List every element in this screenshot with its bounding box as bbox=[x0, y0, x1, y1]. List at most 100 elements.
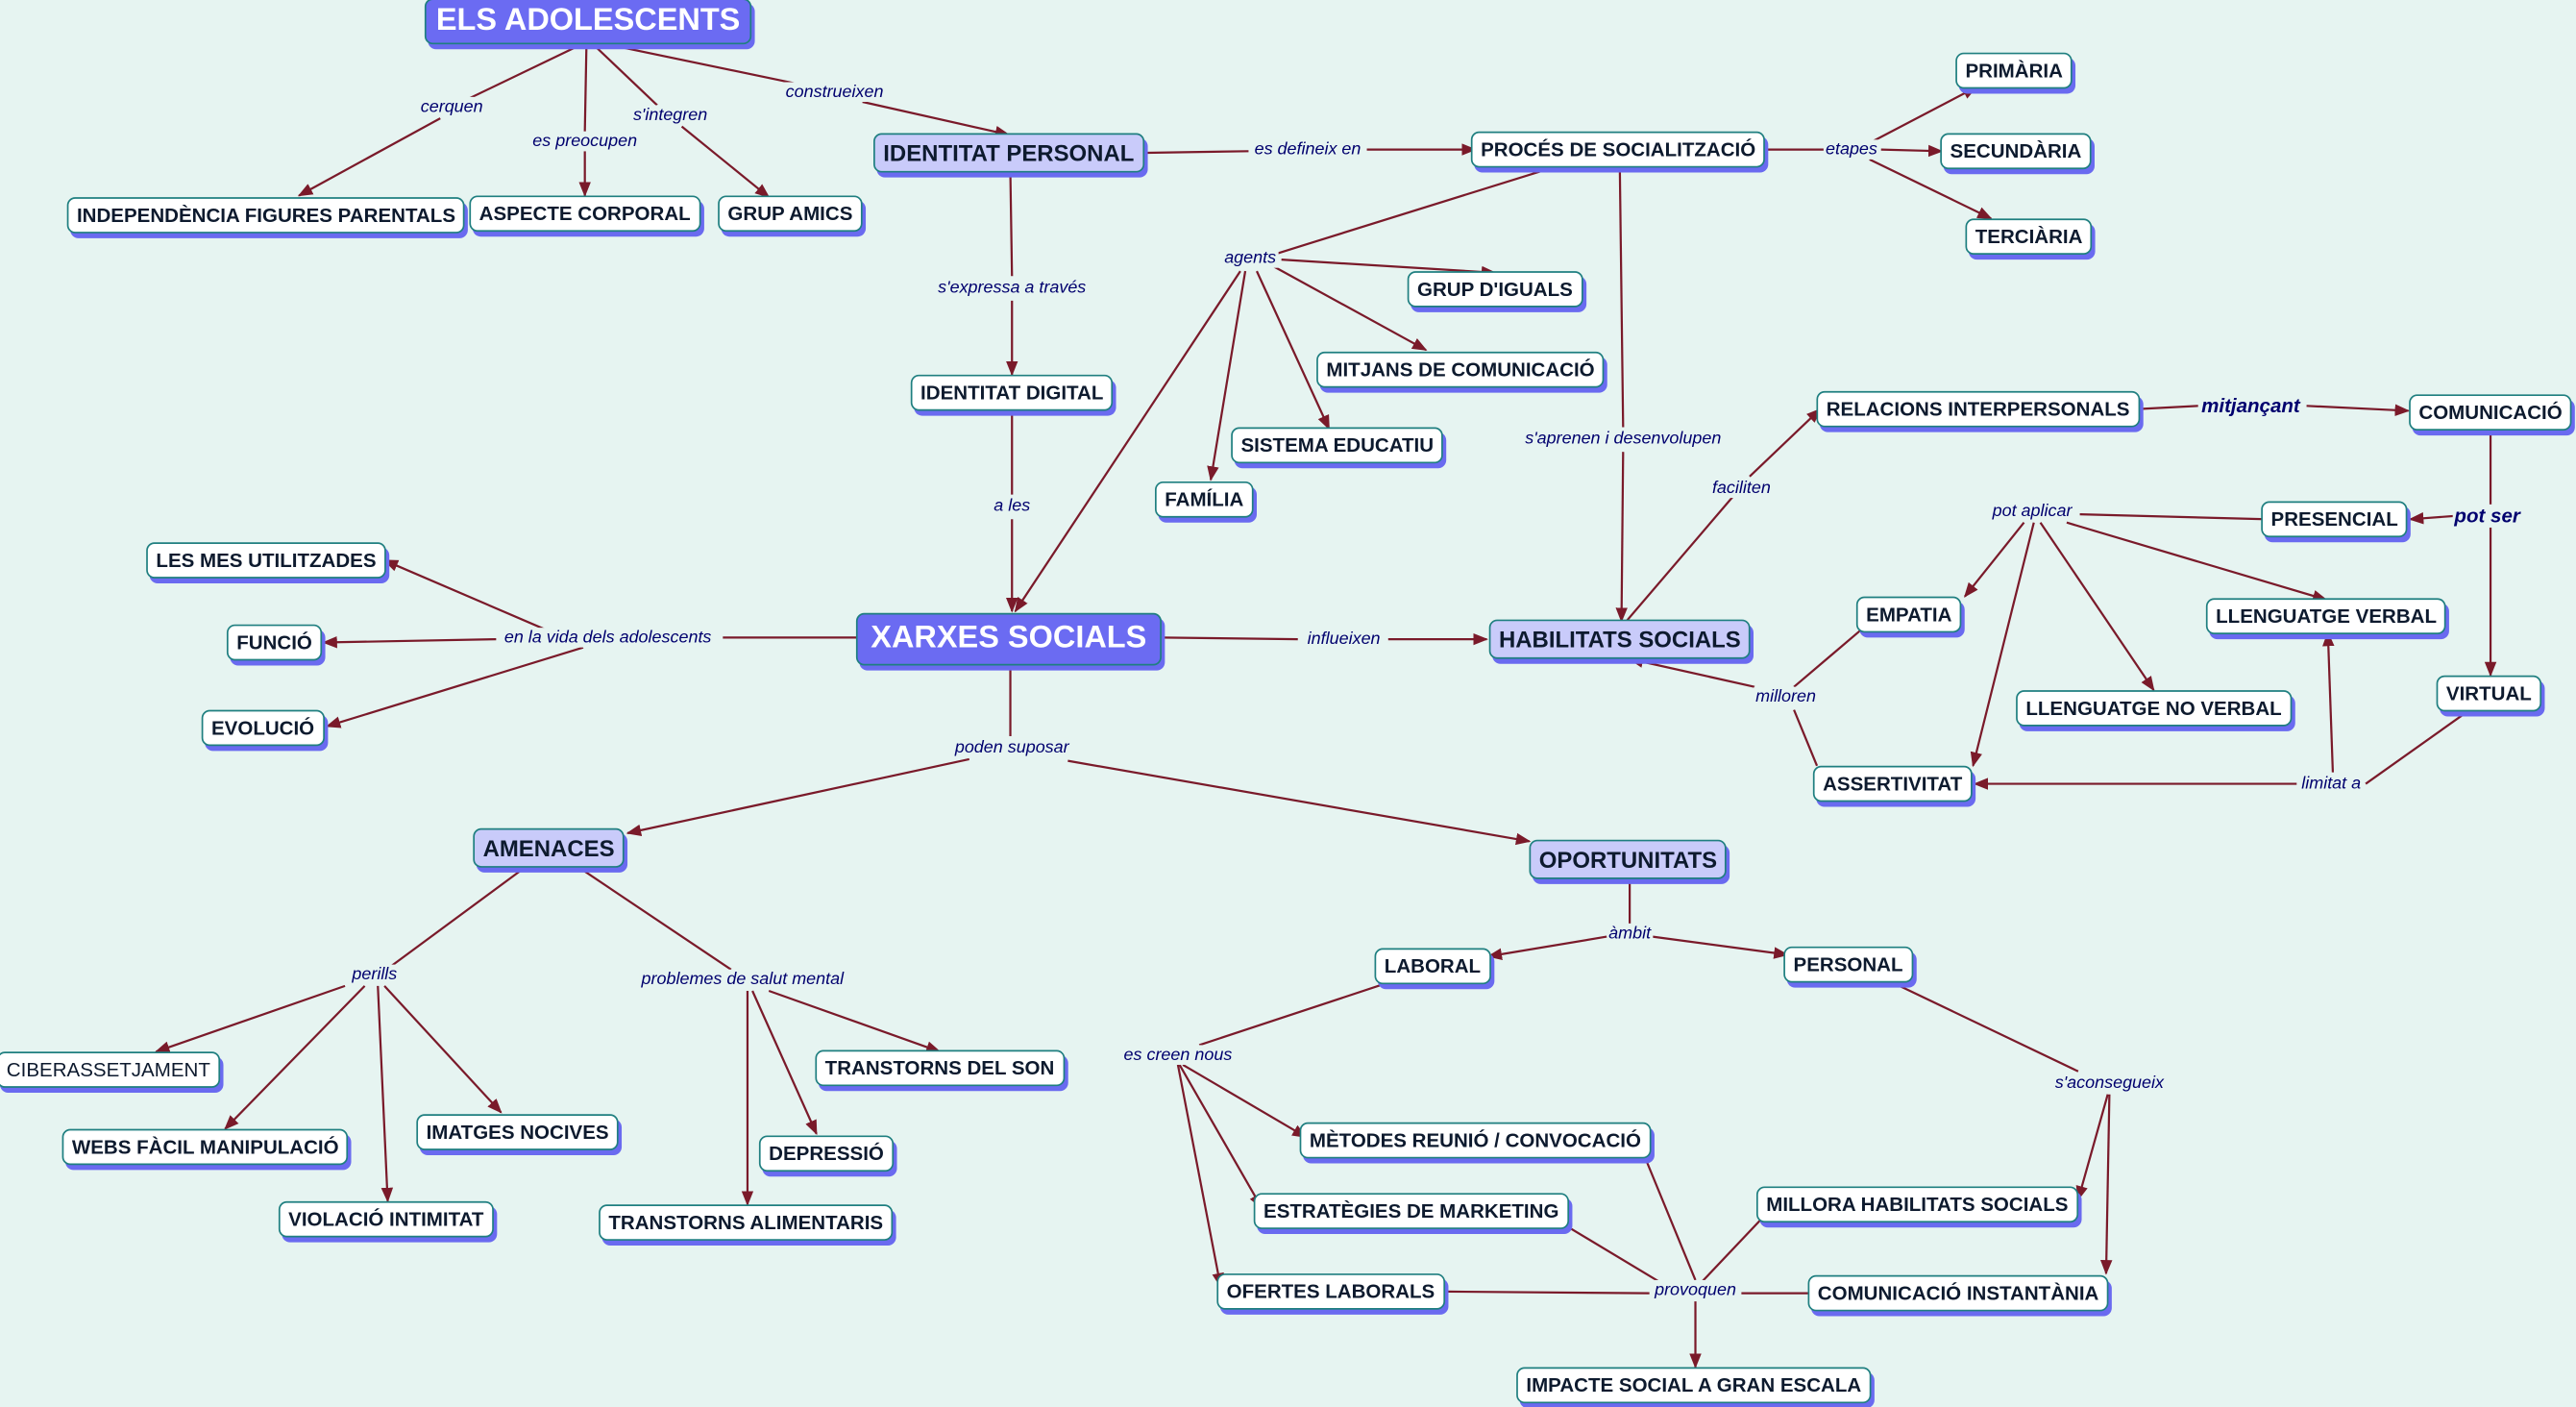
connector-line bbox=[2079, 513, 2266, 521]
connector-arrow bbox=[862, 100, 1011, 138]
node-metodes[interactable]: MÈTODES REUNIÓ / CONVOCACIÓ bbox=[1299, 1122, 1652, 1159]
connector-arrow bbox=[1067, 759, 1532, 846]
connector-arrow bbox=[377, 985, 394, 1203]
node-identitat-personal[interactable]: IDENTITAT PERSONAL bbox=[873, 133, 1144, 173]
connector-arrow bbox=[1628, 655, 1755, 688]
connector-arrow bbox=[1749, 407, 1822, 478]
link-construeixen: construeixen bbox=[783, 82, 886, 103]
link-ambit: àmbit bbox=[1607, 923, 1653, 944]
node-millora[interactable]: MILLORA HABILITATS SOCIALS bbox=[1755, 1186, 2078, 1223]
link-provoquen: provoquen bbox=[1653, 1279, 1738, 1300]
connector-arrow bbox=[2322, 630, 2335, 773]
connector-line bbox=[1645, 1159, 1697, 1281]
connector-line bbox=[1445, 1290, 1650, 1295]
connector-line bbox=[583, 42, 588, 132]
connector-line bbox=[599, 41, 806, 86]
node-mitjans[interactable]: MITJANS DE COMUNICACIÓ bbox=[1316, 351, 1605, 388]
node-comunicacio[interactable]: COMUNICACIÓ bbox=[2409, 394, 2572, 431]
connector-line bbox=[1701, 1218, 1762, 1283]
connector-arrow bbox=[322, 636, 497, 649]
connector-arrow bbox=[383, 985, 503, 1114]
node-funcio[interactable]: FUNCIÓ bbox=[226, 624, 323, 661]
connector-line bbox=[1888, 979, 2079, 1073]
connector-arrow bbox=[154, 984, 346, 1053]
link-agents: agents bbox=[1222, 248, 1278, 268]
node-imatges[interactable]: IMATGES NOCIVES bbox=[416, 1114, 619, 1150]
node-mes-utilitzades[interactable]: LES MES UTILITZADES bbox=[146, 542, 386, 579]
connector-arrow bbox=[626, 757, 970, 836]
node-llenguatge-verbal[interactable]: LLENGUATGE VERBAL bbox=[2205, 598, 2447, 634]
node-transtorns-son[interactable]: TRANSTORNS DEL SON bbox=[815, 1049, 1065, 1087]
connector-line bbox=[1625, 495, 1734, 623]
node-ofertes[interactable]: OFERTES LABORALS bbox=[1216, 1273, 1445, 1310]
connector-line bbox=[1198, 981, 1389, 1047]
node-comunicacio-instantania[interactable]: COMUNICACIÓ INSTANTÀNIA bbox=[1807, 1274, 2109, 1312]
node-ciberassetjament[interactable]: CIBERASSETJAMENT bbox=[0, 1051, 221, 1088]
node-estrategies[interactable]: ESTRATÈGIES DE MARKETING bbox=[1253, 1193, 1569, 1229]
connector-line bbox=[1568, 1226, 1660, 1283]
node-familia[interactable]: FAMÍLIA bbox=[1154, 481, 1254, 518]
node-evolucio[interactable]: EVOLUCIÓ bbox=[201, 709, 325, 747]
node-virtual[interactable]: VIRTUAL bbox=[2436, 675, 2542, 712]
node-grup-amics[interactable]: GRUP AMICS bbox=[718, 195, 863, 233]
link-faciliten: faciliten bbox=[1710, 478, 1773, 499]
connector-line bbox=[1009, 172, 1014, 277]
node-transtorns-alimentaris[interactable]: TRANSTORNS ALIMENTARIS bbox=[599, 1204, 894, 1241]
connector-arrow bbox=[1207, 270, 1247, 481]
connector-arrow bbox=[751, 990, 818, 1136]
node-llenguatge-no-verbal[interactable]: LLENGUATGE NO VERBAL bbox=[2016, 690, 2292, 727]
connector-arrow bbox=[1178, 1064, 1263, 1210]
node-xarxes-socials[interactable]: XARXES SOCIALS bbox=[855, 612, 1162, 666]
connector-arrow bbox=[2408, 512, 2455, 525]
node-sistema-educatiu[interactable]: SISTEMA EDUCATIU bbox=[1231, 427, 1444, 464]
link-limitat-a: limitat a bbox=[2299, 774, 2363, 794]
node-independencia[interactable]: INDEPENDÈNCIA FIGURES PARENTALS bbox=[66, 197, 466, 234]
connector-arrow bbox=[1281, 259, 1497, 279]
connector-arrow bbox=[2075, 1094, 2109, 1201]
node-habilitats-socials[interactable]: HABILITATS SOCIALS bbox=[1488, 619, 1752, 659]
node-identitat-digital[interactable]: IDENTITAT DIGITAL bbox=[910, 374, 1114, 411]
node-grup-iguals[interactable]: GRUP D'IGUALS bbox=[1407, 271, 1583, 308]
node-relacions[interactable]: RELACIONS INTERPERSONALS bbox=[1816, 390, 2140, 428]
node-proces-socialitzacio[interactable]: PROCÉS DE SOCIALITZACIÓ bbox=[1470, 131, 1766, 168]
link-etapes: etapes bbox=[1824, 139, 1879, 160]
node-assertivitat[interactable]: ASSERTIVITAT bbox=[1812, 765, 1973, 802]
connector-arrow bbox=[2039, 522, 2155, 692]
node-oportunitats[interactable]: OPORTUNITATS bbox=[1529, 839, 1728, 879]
connector-arrow bbox=[1880, 144, 1944, 158]
connector-line bbox=[2365, 710, 2468, 785]
connector-arrow bbox=[1182, 1063, 1308, 1139]
node-aspecte-corporal[interactable]: ASPECTE CORPORAL bbox=[469, 195, 700, 233]
node-primaria[interactable]: PRIMÀRIA bbox=[1955, 52, 2073, 89]
connector-line bbox=[2135, 405, 2198, 410]
node-amenaces[interactable]: AMENACES bbox=[473, 827, 625, 868]
node-terciaria[interactable]: TERCIÀRIA bbox=[1965, 218, 2093, 256]
node-empatia[interactable]: EMPATIA bbox=[1855, 596, 1962, 633]
connector-arrow bbox=[1014, 270, 1241, 613]
connector-line bbox=[580, 868, 732, 971]
connector-arrow bbox=[1615, 452, 1628, 623]
link-es-preocupen: es preocupen bbox=[530, 131, 639, 152]
node-depressio[interactable]: DEPRESSIÓ bbox=[758, 1135, 895, 1172]
node-violacio[interactable]: VIOLACIÓ INTIMITAT bbox=[278, 1200, 494, 1238]
node-els-adolescents[interactable]: ELS ADOLESCENTS bbox=[424, 0, 752, 45]
link-cerquen: cerquen bbox=[419, 96, 485, 117]
node-presencial[interactable]: PRESENCIAL bbox=[2261, 501, 2409, 538]
link-es-creen-nous: es creen nous bbox=[1121, 1045, 1235, 1065]
node-webs[interactable]: WEBS FÀCIL MANIPULACIÓ bbox=[61, 1128, 349, 1166]
link-s-integren: s'integren bbox=[631, 105, 709, 125]
node-secundaria[interactable]: SECUNDÀRIA bbox=[1940, 133, 2092, 170]
node-impacte[interactable]: IMPACTE SOCIAL A GRAN ESCALA bbox=[1516, 1367, 1872, 1404]
connector-arrow bbox=[1869, 158, 1993, 220]
connector-line bbox=[451, 41, 586, 109]
node-personal[interactable]: PERSONAL bbox=[1783, 946, 1913, 983]
connector-line bbox=[1793, 709, 1819, 767]
link-es-defineix-en: es defineix en bbox=[1252, 139, 1363, 160]
connector-arrow bbox=[224, 985, 366, 1130]
node-laboral[interactable]: LABORAL bbox=[1374, 948, 1491, 985]
connector-arrow bbox=[2066, 521, 2328, 603]
connector-line bbox=[1146, 150, 1249, 155]
connector-arrow bbox=[1255, 270, 1331, 431]
